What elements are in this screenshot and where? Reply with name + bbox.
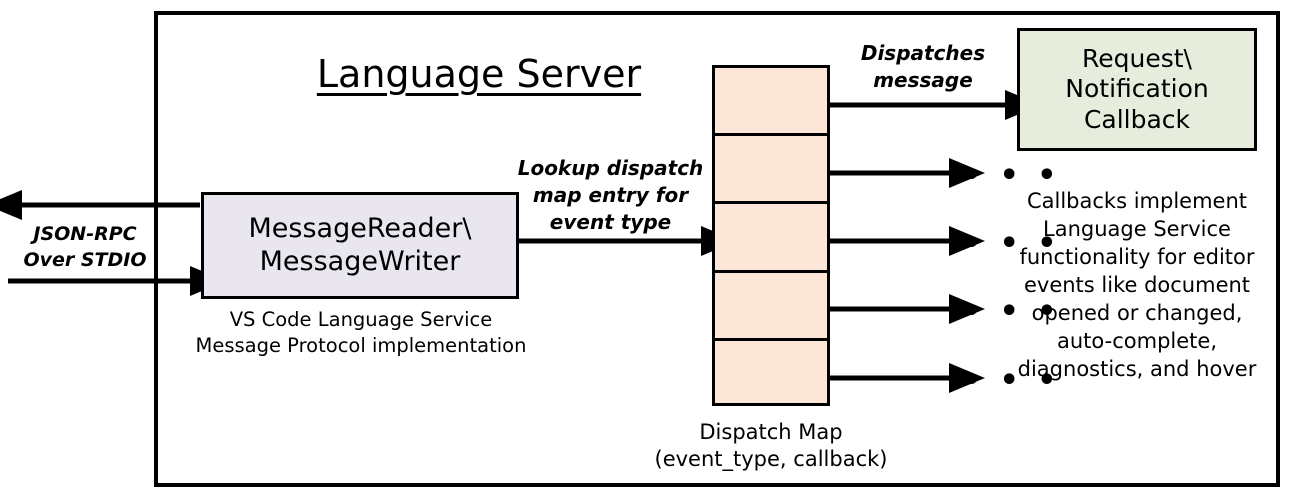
dispatch-map-row[interactable] [715,341,827,409]
message-reader-writer-box[interactable]: MessageReader\ MessageWriter [201,192,519,299]
request-notification-callback-label: Request\ Notification Callback [1065,43,1209,134]
message-reader-writer-caption: VS Code Language Service Message Protoco… [195,308,527,357]
dispatch-map-row[interactable] [715,273,827,341]
ellipsis-row-4: • • • [962,294,1061,329]
edge-label-transport: JSON-RPC Over STDIO [23,223,147,271]
ellipsis-row-3: • • • [962,226,1061,261]
edge-label-dispatch: Dispatches message [860,41,986,92]
dispatch-map-row[interactable] [715,204,827,273]
language-server-boundary [154,11,1280,487]
dispatch-map-caption: Dispatch Map (event_type, callback) [654,420,888,472]
dispatch-map-row[interactable] [715,136,827,205]
callback-description: Callbacks implement Language Service fun… [1017,189,1257,381]
edge-label-lookup: Lookup dispatch map entry for event type [517,156,704,234]
ellipsis-row-2: • • • [962,158,1061,193]
ellipsis-row-5: • • • [962,363,1061,398]
request-notification-callback-box[interactable]: Request\ Notification Callback [1017,28,1257,151]
dispatch-map-row[interactable] [715,68,827,137]
dispatch-map-table[interactable] [712,65,830,406]
message-reader-writer-label: MessageReader\ MessageWriter [248,213,472,277]
page-title: Language Server [316,52,642,96]
